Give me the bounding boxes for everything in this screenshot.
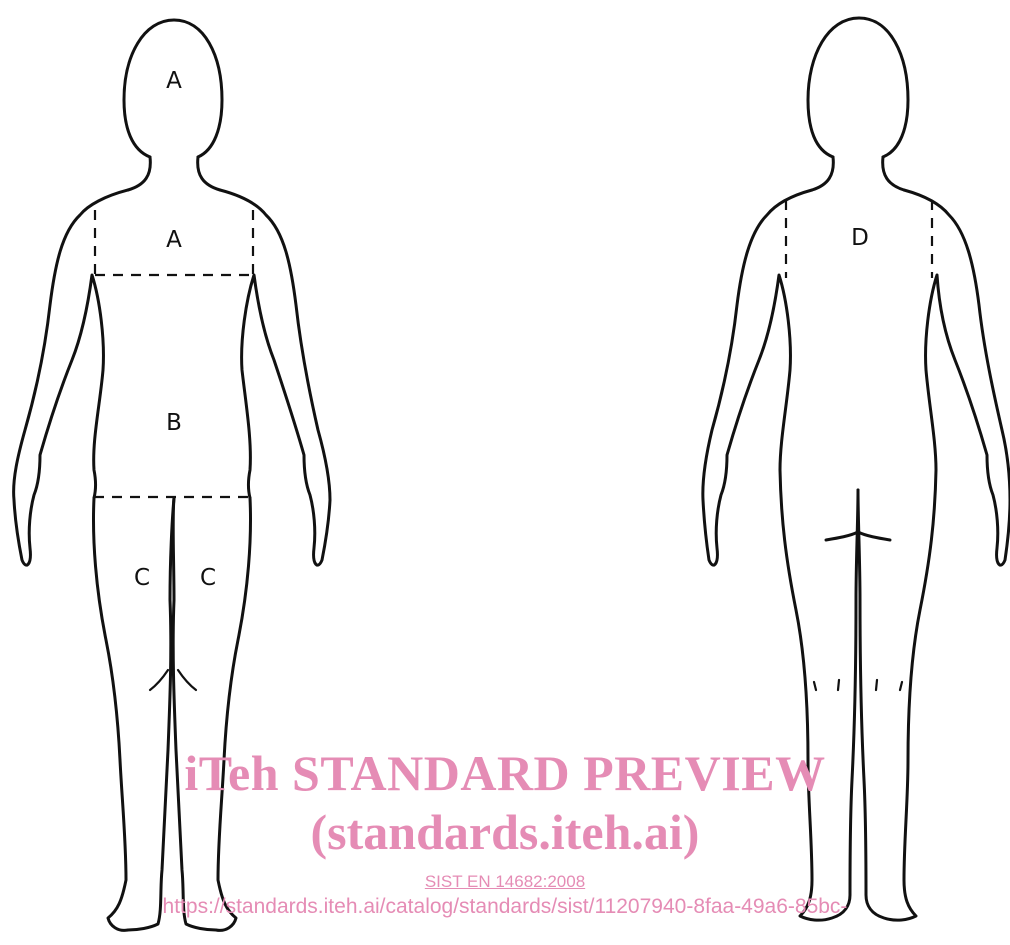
front-right-leg-outline — [173, 498, 250, 930]
catalog-url-link[interactable]: https://standards.iteh.ai/catalog/standa… — [0, 895, 1010, 919]
back-knee-mark — [814, 680, 902, 690]
zone-label-back-upper: D — [851, 225, 869, 251]
back-head-outline — [808, 18, 908, 157]
front-right-side-outline — [220, 190, 330, 565]
watermark-subtitle: (standards.iteh.ai) — [0, 803, 1010, 861]
watermark-title: iTeh STANDARD PREVIEW — [0, 744, 1010, 802]
zone-label-front-chest: A — [166, 227, 182, 253]
zone-label-front-left-leg: C — [134, 565, 150, 591]
front-left-side-outline — [14, 190, 128, 565]
standard-code-link[interactable]: SIST EN 14682:2008 — [0, 872, 1010, 892]
zone-label-front-trunk: B — [166, 410, 182, 436]
zone-label-front-head: A — [166, 68, 182, 94]
front-neck-outline — [128, 157, 220, 190]
zone-label-front-right-leg: C — [200, 565, 216, 591]
front-left-leg-outline — [94, 498, 175, 930]
back-neck-outline — [812, 157, 904, 190]
